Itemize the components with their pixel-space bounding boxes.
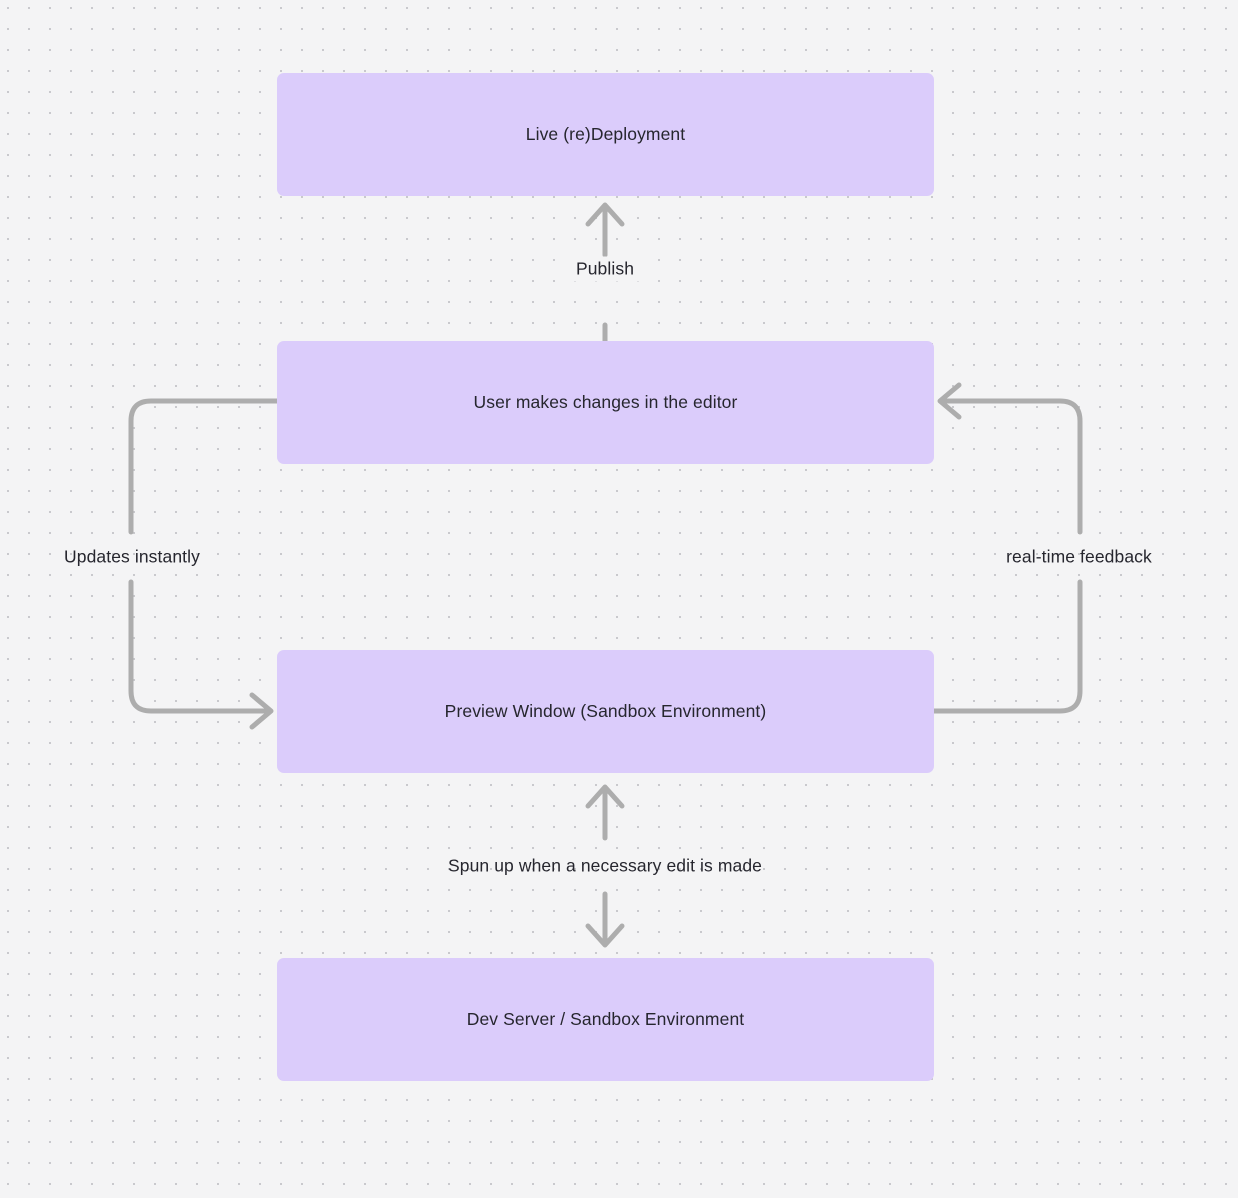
- arrowhead-up-icon: [585, 202, 625, 227]
- node-preview-window[interactable]: Preview Window (Sandbox Environment): [277, 650, 934, 773]
- edge-label-spun-up: Spun up when a necessary edit is made: [447, 855, 763, 876]
- node-user-edits[interactable]: User makes changes in the editor: [277, 341, 934, 464]
- edge-label-real-time-feedback: real-time feedback: [1006, 546, 1152, 567]
- node-dev-server[interactable]: Dev Server / Sandbox Environment: [277, 958, 934, 1081]
- arrowhead-right-icon: [249, 692, 274, 730]
- edge-label-publish: Publish: [569, 256, 641, 282]
- edge-label-updates-instantly: Updates instantly: [64, 546, 200, 567]
- node-live-deployment[interactable]: Live (re)Deployment: [277, 73, 934, 196]
- arrowhead-left-icon: [937, 382, 962, 420]
- node-label: Preview Window (Sandbox Environment): [444, 700, 767, 721]
- node-label: User makes changes in the editor: [473, 391, 738, 412]
- node-label: Live (re)Deployment: [525, 123, 686, 144]
- arrowhead-up-icon: [585, 784, 625, 809]
- arrowhead-down-icon: [585, 923, 625, 948]
- node-label: Dev Server / Sandbox Environment: [466, 1008, 745, 1029]
